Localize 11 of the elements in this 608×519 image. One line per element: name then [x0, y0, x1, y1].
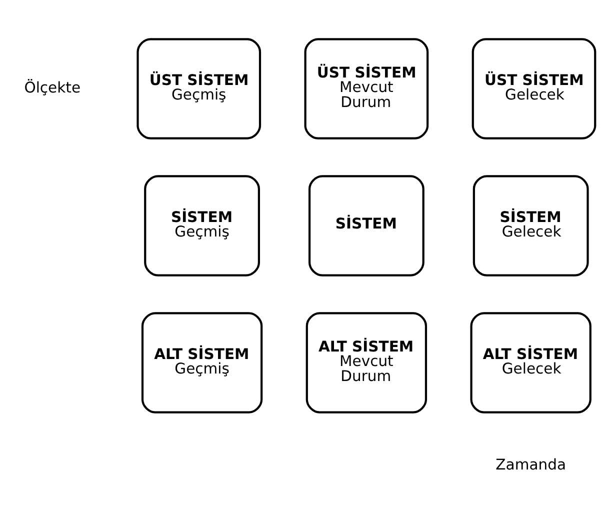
node-box: ÜST SİSTEM Geçmiş: [136, 38, 262, 139]
node-box: ALT SİSTEM Geçmiş: [141, 312, 263, 413]
node-box: SİSTEM Geçmiş: [144, 174, 260, 276]
node-box: ÜST SİSTEM Gelecek: [472, 38, 596, 139]
node-box: SİSTEM Gelecek: [472, 174, 589, 276]
node-box: SİSTEM: [308, 174, 424, 276]
node-box: ALT SİSTEM Gelecek: [470, 312, 592, 413]
node-box: ÜST SİSTEM Mevcut Durum: [304, 38, 429, 139]
label: Ölçekte: [24, 79, 81, 96]
label: Zamanda: [496, 456, 566, 473]
node-box: ALT SİSTEM Mevcut Durum: [306, 312, 428, 413]
